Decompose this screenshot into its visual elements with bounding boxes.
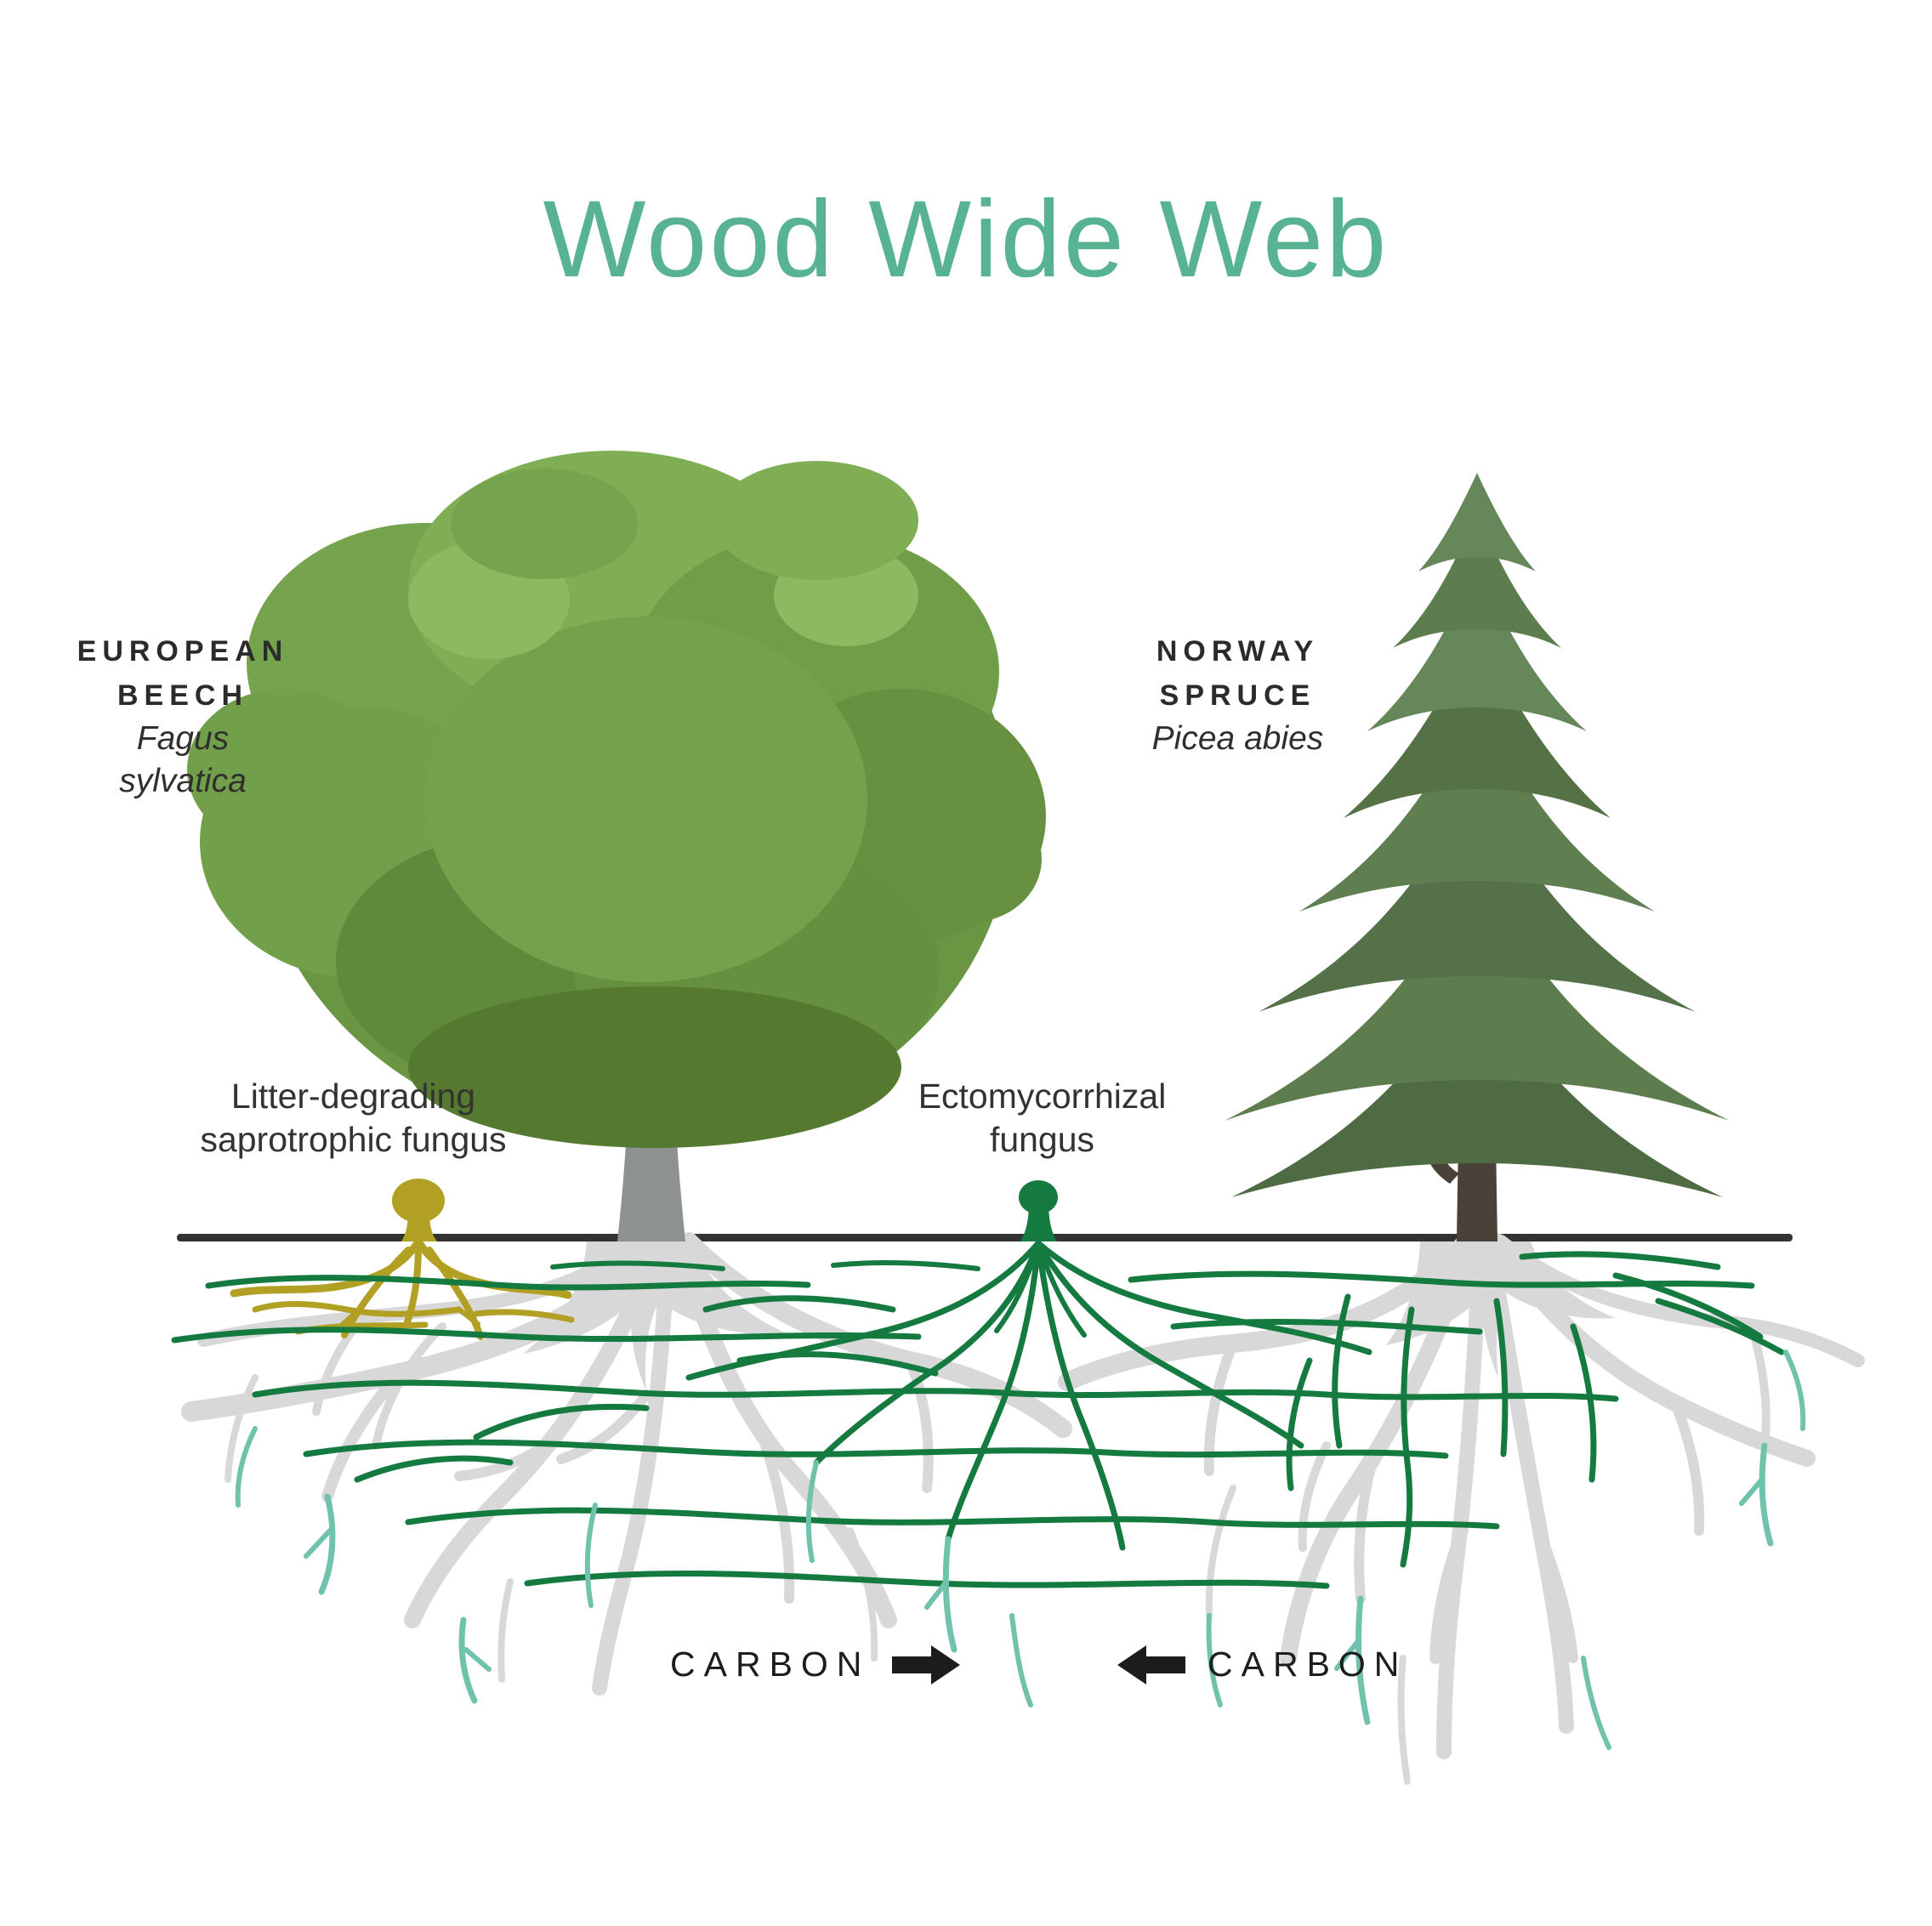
beech-crown	[187, 451, 1046, 1148]
saprotrophic-label-line1: Litter-degrading	[230, 1077, 476, 1116]
beech-label: EUROPEAN BEECH Fagus sylvatica	[51, 629, 315, 803]
beech-common-name-line2: BEECH	[116, 679, 249, 712]
beech-common-name-line1: EUROPEAN	[77, 635, 289, 668]
carbon-flow-left: CARBON	[670, 1645, 961, 1685]
spruce-latin-name: Picea abies	[1151, 720, 1324, 757]
ectomycorrhizal-mushroom	[1019, 1180, 1058, 1241]
ectomycorrhizal-label-line1: Ectomycorrhizal	[918, 1077, 1167, 1116]
carbon-flow-right: CARBON	[1117, 1645, 1407, 1685]
spruce-label: NORWAY SPRUCE Picea abies	[1104, 629, 1372, 760]
ectomycorrhizal-label-line2: fungus	[989, 1120, 1095, 1159]
teal-root-tips	[235, 1349, 1806, 1750]
page-title: Wood Wide Web	[543, 179, 1389, 300]
beech-latin-name-line1: Fagus	[136, 720, 230, 757]
beech-latin-name-line2: sylvatica	[119, 763, 247, 799]
mycorrhizal-network	[171, 1240, 1785, 1589]
spruce-foliage	[1225, 473, 1730, 1197]
ground-line	[177, 1234, 1793, 1241]
carbon-arrow-left-icon	[1117, 1645, 1185, 1685]
spruce-common-name-line1: NORWAY	[1156, 635, 1320, 668]
carbon-arrow-right-icon	[892, 1645, 961, 1685]
beech-tree-illustration	[187, 451, 1046, 1241]
saprotrophic-label-line2: saprotrophic fungus	[200, 1120, 507, 1159]
spruce-common-name-line2: SPRUCE	[1159, 679, 1316, 712]
saprotrophic-mushroom	[392, 1179, 445, 1241]
carbon-left-label: CARBON	[670, 1645, 871, 1684]
ectomycorrhizal-fungus-label: Ectomycorrhizal fungus	[861, 1075, 1223, 1162]
spruce-tree-illustration	[1225, 473, 1730, 1241]
saprotrophic-fungus-label: Litter-degrading saprotrophic fungus	[173, 1075, 534, 1162]
carbon-right-label: CARBON	[1208, 1645, 1408, 1684]
